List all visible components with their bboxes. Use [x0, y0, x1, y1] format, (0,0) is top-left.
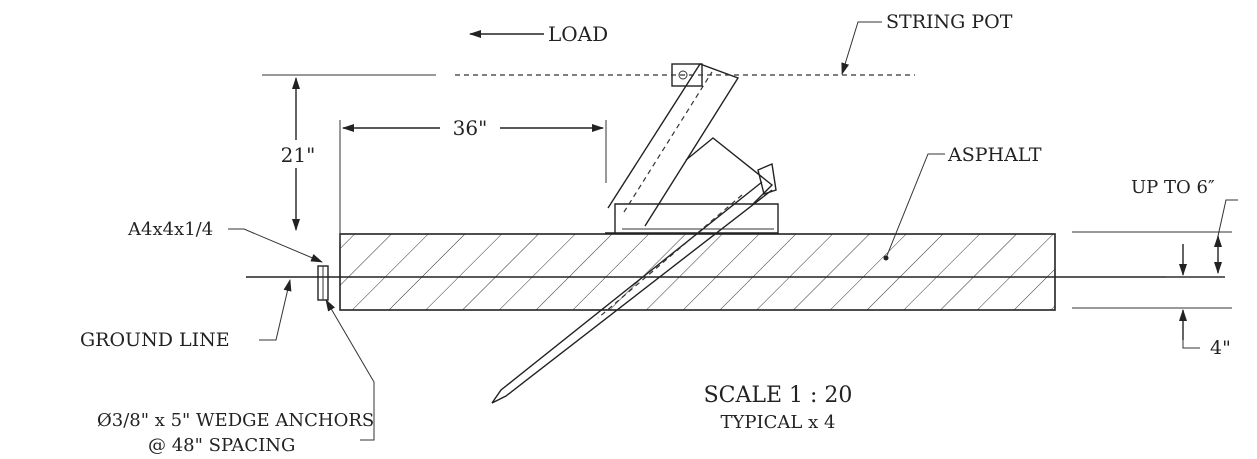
ground-line-leader	[259, 279, 292, 341]
dim-4-label: 4"	[1210, 337, 1231, 359]
ground-line-label: GROUND LINE	[80, 329, 230, 351]
anchors-label-line2: @ 48" SPACING	[148, 435, 295, 456]
asphalt-label: ASPHALT	[947, 144, 1042, 166]
dim-21: 21"	[262, 74, 436, 231]
dim-36: 36"	[339, 116, 607, 243]
right-dimensions	[1072, 199, 1238, 349]
svg-text:36": 36"	[453, 116, 488, 140]
anchors-label-line1: Ø3/8" x 5" WEDGE ANCHORS	[97, 410, 374, 431]
typical-label: TYPICAL x 4	[721, 412, 836, 433]
load-label: LOAD	[548, 22, 608, 46]
asphalt-leader	[885, 153, 945, 259]
asphalt-leader-dot	[883, 255, 889, 261]
string-pot-label: STRING POT	[886, 11, 1013, 33]
angle-leader	[228, 228, 323, 263]
up-to-6-label: UP TO 6″	[1131, 177, 1215, 198]
scale-label: SCALE 1 : 20	[704, 383, 853, 408]
string-pot-leader	[841, 21, 882, 75]
anchors-leader	[325, 299, 375, 441]
asphalt-slab	[339, 233, 1056, 311]
wedge-anchor-detail	[317, 265, 329, 301]
angle-label: A4x4x1/4	[127, 219, 213, 240]
svg-text:21": 21"	[281, 143, 316, 167]
